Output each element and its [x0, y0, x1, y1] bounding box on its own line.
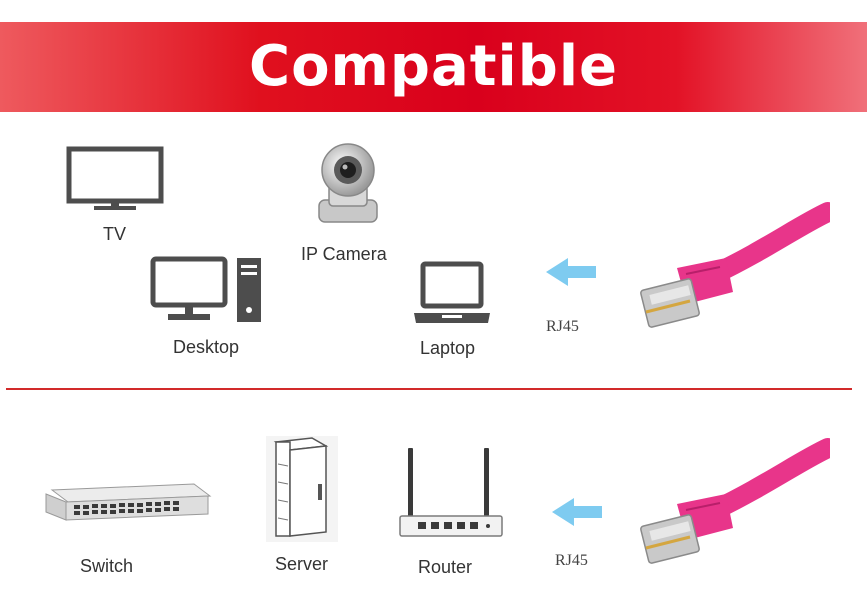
tv-label: TV — [103, 224, 127, 244]
section-divider — [6, 388, 852, 390]
rj45-label: RJ45 — [555, 552, 588, 569]
router-icon — [399, 448, 503, 537]
tv-icon — [66, 146, 164, 210]
desktop-icon — [150, 256, 261, 322]
switch-icon — [45, 483, 212, 521]
arrow-left-icon — [552, 498, 602, 526]
rj45-label: RJ45 — [546, 318, 579, 335]
server-label: Server — [275, 554, 329, 574]
router-label: Router — [418, 557, 473, 577]
rj45-cable-icon — [640, 202, 830, 328]
banner-title: Compatible — [248, 34, 619, 99]
desktop-label: Desktop — [173, 337, 240, 357]
laptop-label: Laptop — [420, 338, 476, 358]
arrow-left-icon — [546, 258, 596, 286]
rj45-cable-icon — [640, 438, 830, 564]
switch-label: Switch — [80, 556, 134, 576]
laptop-icon — [414, 261, 490, 323]
ip-camera-icon — [318, 143, 378, 223]
compatible-banner: Compatible — [0, 22, 867, 112]
server-icon — [266, 436, 338, 542]
ip-camera-label: IP Camera — [301, 244, 387, 264]
